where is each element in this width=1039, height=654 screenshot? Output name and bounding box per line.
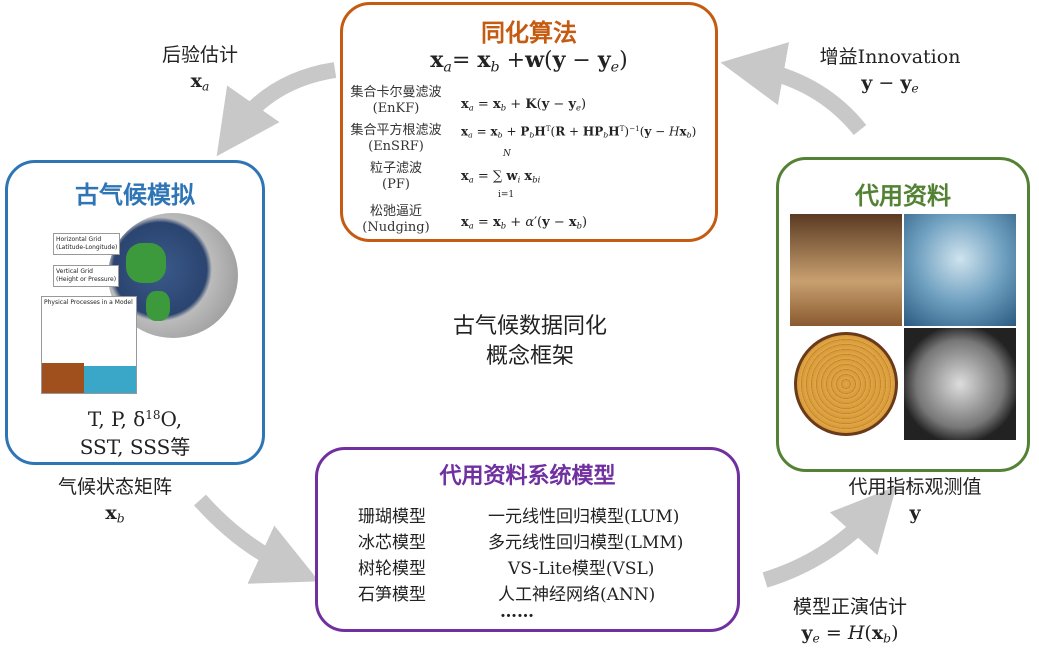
coral-photo: [904, 214, 1016, 326]
label: Vertical Grid: [56, 268, 93, 275]
method-abbr: (PF): [382, 177, 410, 192]
variables-line2: SST, SSS等: [79, 435, 191, 460]
method-pf: 粒子滤波(PF): [341, 161, 451, 193]
physical-processes-image: Physical Processes in a Model: [41, 296, 137, 394]
label: Physical Processes in a Model: [44, 299, 133, 306]
center-line2: 概念框架: [485, 344, 574, 369]
continent: [126, 243, 166, 283]
model-name: VS-Lite模型(VSL): [508, 559, 655, 579]
label: (Latitude-Longitude): [56, 244, 118, 251]
center-line1: 古气候数据同化: [452, 314, 607, 339]
label-text: 后验估计: [161, 44, 238, 66]
paleoclimate-simulation-box: 古气候模拟 Horizontal Grid(Latitude-Longitude…: [5, 160, 265, 465]
method-abbr: (Nudging): [362, 220, 430, 235]
innovation-label: 增益Innovation y − ye: [800, 44, 980, 102]
arrow-innovation: [720, 42, 867, 136]
foraminifera-photo: [904, 328, 1016, 440]
proxy-data-box: 代用资料: [776, 157, 1030, 472]
paleo-model-title: 古气候模拟: [75, 181, 195, 209]
model-name: 人工神经网络(ANN): [498, 585, 656, 605]
label-symbol: ye = H(xb): [801, 622, 899, 646]
label-symbol: y − ye: [861, 72, 919, 96]
label-symbol: xa: [190, 70, 210, 94]
sum-lower: i=1: [498, 190, 515, 200]
continent: [146, 291, 170, 321]
label-text: 模型正演估计: [792, 596, 907, 618]
state-matrix-label: 气候状态矩阵 xb: [35, 474, 195, 532]
label-symbol: xb: [105, 502, 125, 526]
proxy-system-models-box: 代用资料系统模型 珊瑚模型 一元线性回归模型(LUM) 冰芯模型 多元线性回归模…: [315, 447, 740, 632]
arrow-forward: [762, 486, 897, 588]
label-text: 气候状态矩阵: [57, 476, 172, 498]
variables-line1: T, P, δ18O,: [87, 407, 183, 432]
proxy-models-title: 代用资料系统模型: [439, 464, 616, 489]
ellipsis: ……: [500, 602, 534, 622]
globe-grid-image: [108, 213, 238, 338]
proxy-name: 冰芯模型: [358, 533, 426, 553]
model-name: 多元线性回归模型(LMM): [488, 533, 684, 553]
land: [42, 363, 84, 393]
proxy-name: 石笋模型: [358, 585, 426, 605]
label-text: 增益Innovation: [819, 46, 961, 68]
tree-ring-photo: [790, 328, 902, 440]
arrow-posterior: [216, 62, 337, 157]
method-name: 集合平方根滤波: [350, 123, 442, 138]
arrow-state: [194, 494, 320, 584]
stalagmite-photo: [790, 214, 902, 326]
model-variables: T, P, δ18O, SST, SSS等: [8, 401, 262, 461]
ocean: [84, 366, 136, 393]
method-nudging: 松弛逼近(Nudging): [341, 204, 451, 236]
method-name: 粒子滤波: [369, 161, 422, 176]
proxy-name: 树轮模型: [358, 559, 426, 579]
center-title: 古气候数据同化 概念框架: [400, 312, 660, 372]
method-abbr: (EnKF): [372, 101, 420, 116]
main-formula: xa= xb +w(y − ye): [430, 47, 628, 76]
ensrf-formula: xa = xb + PbHT(R + HPbHT)−1(y − Hxb): [461, 124, 697, 140]
label-symbol: y: [909, 502, 921, 524]
enkf-formula: xa = xb + K(y − ye): [461, 97, 587, 113]
observation-label: 代用指标观测值 y: [825, 474, 1005, 526]
pf-formula: xa = ∑ wi xbi: [461, 169, 541, 185]
sum-upper: N: [503, 149, 511, 159]
nudging-formula: xa = xb + α′(y − xb): [461, 215, 588, 231]
proxy-name: 珊瑚模型: [358, 507, 426, 527]
method-name: 松弛逼近: [369, 204, 422, 219]
model-name: 一元线性回归模型(LUM): [488, 507, 680, 527]
horizontal-grid-label: Horizontal Grid(Latitude-Longitude): [53, 233, 121, 255]
assimilation-algorithm-box: 同化算法 xa= xb +w(y − ye) 集合卡尔曼滤波(EnKF) xa …: [340, 2, 718, 242]
vertical-grid-label: Vertical Grid(Height or Pressure): [53, 265, 120, 287]
posterior-label: 后验估计 xa: [140, 42, 260, 100]
assimilation-title: 同化算法: [481, 19, 577, 47]
label: Horizontal Grid: [56, 236, 102, 243]
method-abbr: (EnSRF): [368, 139, 424, 154]
label-text: 代用指标观测值: [848, 476, 982, 498]
label: (Height or Pressure): [56, 276, 117, 283]
proxy-data-title: 代用资料: [855, 182, 951, 210]
forward-estimate-label: 模型正演估计 ye = H(xb): [770, 594, 930, 652]
method-name: 集合卡尔曼滤波: [350, 85, 442, 100]
method-ensrf: 集合平方根滤波(EnSRF): [341, 123, 451, 155]
method-enkf: 集合卡尔曼滤波(EnKF): [341, 85, 451, 117]
